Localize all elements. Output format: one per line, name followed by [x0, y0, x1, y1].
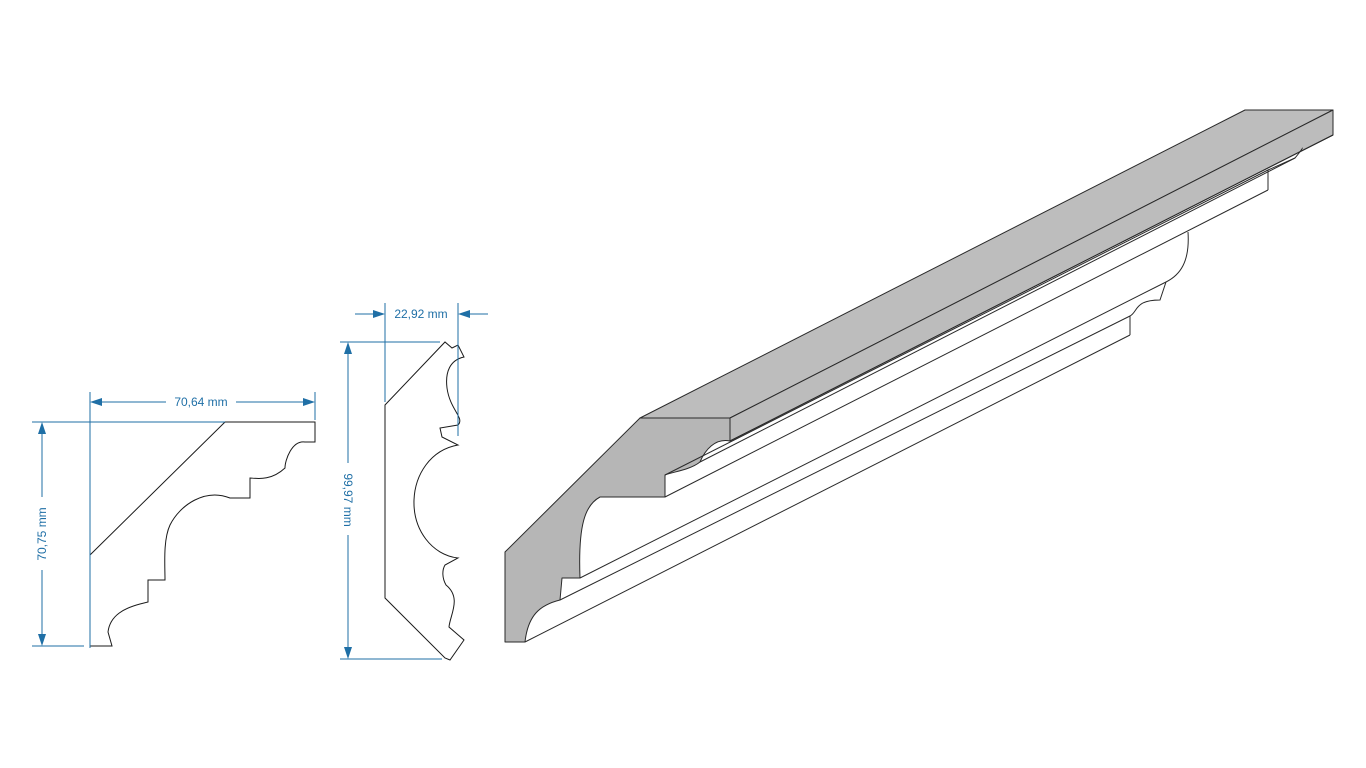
molding-top-face	[639, 109, 1334, 419]
molding-end-face	[504, 417, 731, 643]
molding-3d-render	[504, 109, 1334, 643]
front-width-label: 70,64 mm	[174, 395, 227, 409]
side-width-label: 22,92 mm	[394, 307, 447, 321]
molding-top-band	[729, 109, 1334, 442]
side-height-label: 99,97 mm	[341, 473, 355, 526]
profile-front-outline	[89, 421, 316, 647]
profile-front: 70,64 mm 70,75 mm	[32, 392, 316, 648]
profile-side: 22,92 mm 99,97 mm	[340, 303, 488, 661]
front-height-label: 70,75 mm	[35, 507, 49, 560]
profile-side-outline	[384, 341, 465, 661]
